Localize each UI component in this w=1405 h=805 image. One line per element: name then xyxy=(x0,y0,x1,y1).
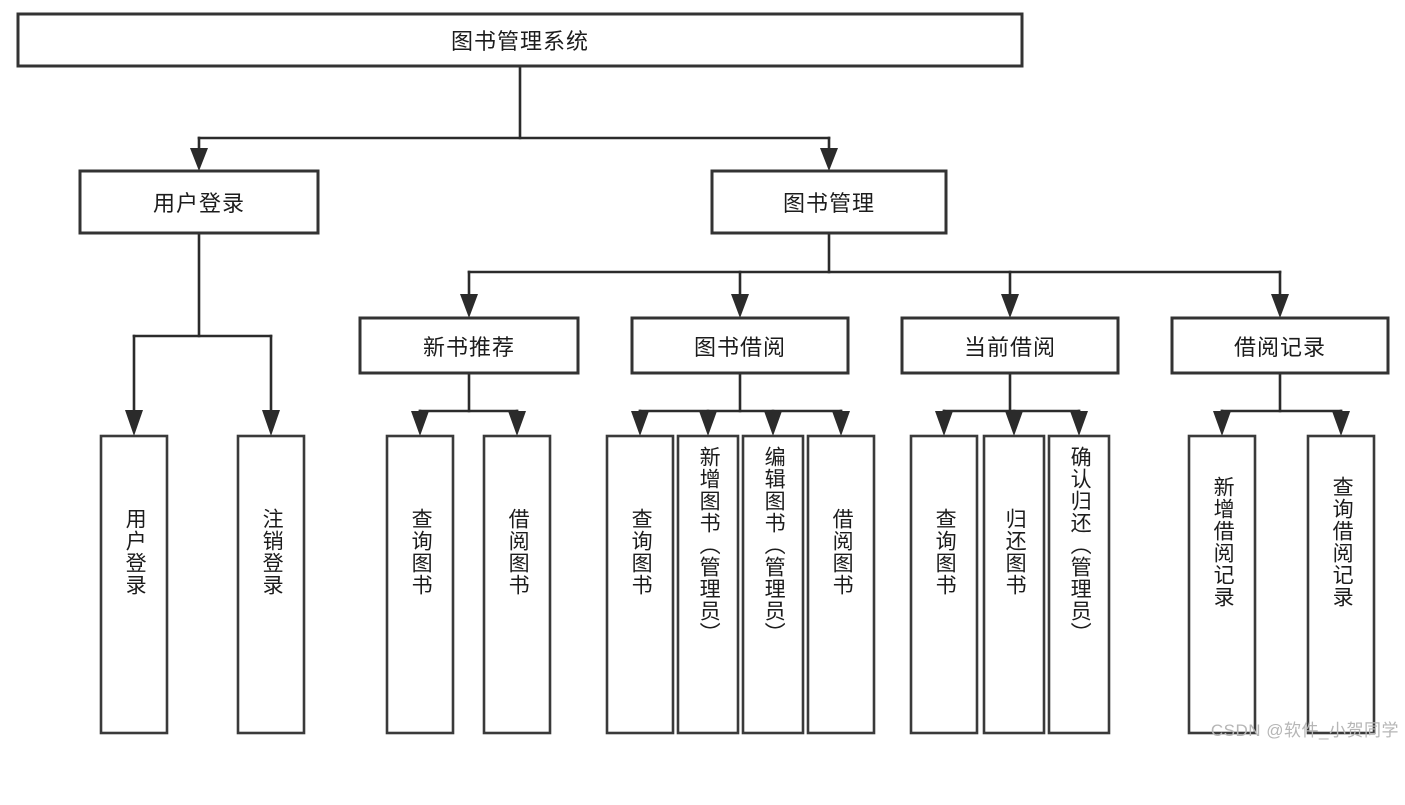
leaf-box-query-book-2[interactable] xyxy=(605,434,675,735)
leaf-box-query-book-1[interactable] xyxy=(385,434,455,735)
arrowhead-current xyxy=(1001,294,1019,318)
diagram-canvas: 图书管理系统 用户登录 图书管理 新书推荐 图书借阅 当前借阅 借阅记录 用户登… xyxy=(16,12,1399,740)
leaf-box-user-logout[interactable] xyxy=(236,434,306,735)
connector-group-borrow xyxy=(631,371,850,436)
arrowhead-newbook xyxy=(460,294,478,318)
arrowhead-records xyxy=(1271,294,1289,318)
arrowhead-leaf-query-3 xyxy=(935,411,953,436)
leaf-box-edit-book-admin[interactable] xyxy=(741,434,805,735)
leaf-box-user-login[interactable] xyxy=(99,434,169,735)
node-box-current-borrow[interactable] xyxy=(900,316,1120,375)
leaf-box-borrow-book-1[interactable] xyxy=(482,434,552,735)
arrowhead-leaf-query-record xyxy=(1332,411,1350,436)
node-box-new-book-recommend[interactable] xyxy=(358,316,580,375)
leaf-box-borrow-book-2[interactable] xyxy=(806,434,876,735)
arrowhead-leaf-user-login xyxy=(125,410,143,436)
connector-group-root xyxy=(190,64,838,171)
connector-group-records xyxy=(1213,371,1350,436)
hierarchy-diagram xyxy=(16,12,1390,735)
arrowhead-leaf-borrow-2 xyxy=(832,411,850,436)
arrowhead-bookmgmt xyxy=(820,148,838,171)
node-box-book-borrow[interactable] xyxy=(630,316,850,375)
arrowhead-leaf-borrow-1 xyxy=(508,411,526,436)
leaf-box-return-book[interactable] xyxy=(982,434,1046,735)
node-box-borrow-records[interactable] xyxy=(1170,316,1390,375)
arrowhead-leaf-add-record xyxy=(1213,411,1231,436)
csdn-watermark: CSDN @软件_小贺同学 xyxy=(1210,721,1399,740)
leaf-box-add-borrow-record[interactable] xyxy=(1187,434,1257,735)
connector-group-bookmgmt xyxy=(460,231,1289,318)
arrowhead-leaf-user-logout xyxy=(262,410,280,436)
arrowhead-login xyxy=(190,148,208,171)
node-box-book-management[interactable] xyxy=(710,169,948,235)
arrowhead-leaf-confirm-return xyxy=(1070,411,1088,436)
connector-group-login xyxy=(125,231,280,436)
arrowhead-leaf-query-2 xyxy=(631,411,649,436)
connector-group-newbook xyxy=(411,371,526,436)
leaf-box-confirm-return-admin[interactable] xyxy=(1047,434,1111,735)
arrowhead-leaf-query-1 xyxy=(411,411,429,436)
arrowhead-leaf-addbook xyxy=(699,411,717,436)
leaf-box-query-borrow-record[interactable] xyxy=(1306,434,1376,735)
arrowhead-leaf-editbook xyxy=(764,411,782,436)
arrowhead-leaf-return xyxy=(1005,411,1023,436)
connector-group-current xyxy=(935,371,1088,436)
arrowhead-borrow xyxy=(731,294,749,318)
leaf-box-add-book-admin[interactable] xyxy=(676,434,740,735)
leaf-box-query-book-3[interactable] xyxy=(909,434,979,735)
node-box-root[interactable] xyxy=(16,12,1024,68)
node-box-user-login[interactable] xyxy=(78,169,320,235)
